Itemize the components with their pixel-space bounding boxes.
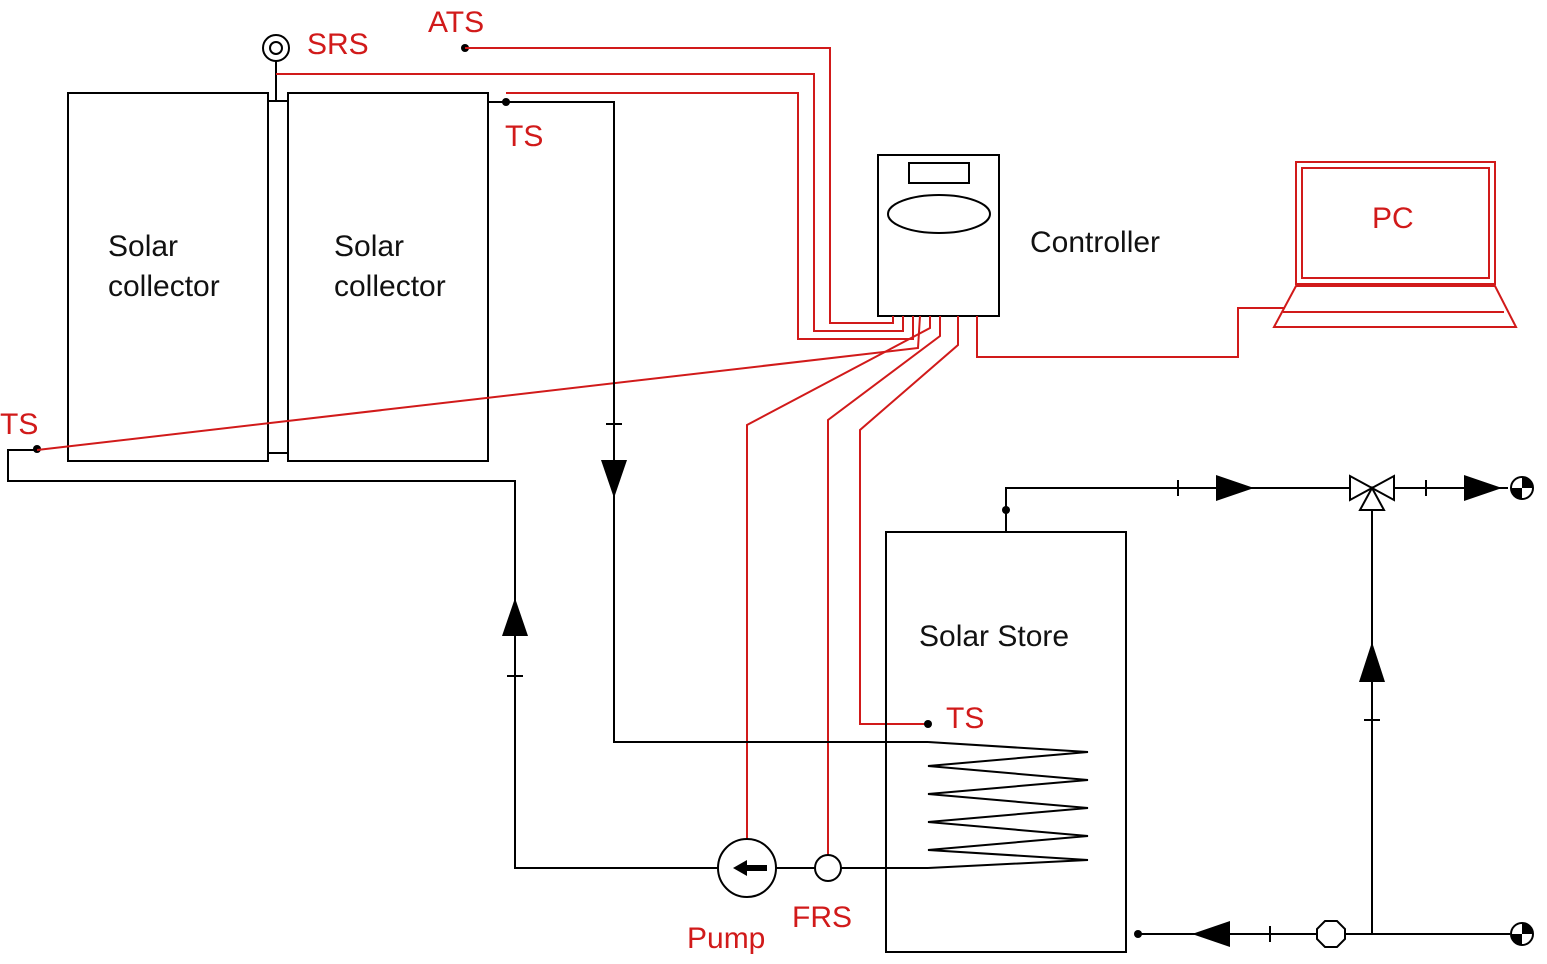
pump-icon (717, 838, 777, 898)
cold-water-terminal-icon (1510, 922, 1534, 946)
inlet-arrow-left-icon (1192, 921, 1230, 947)
collector-connector-pipe (267, 100, 289, 454)
pc-laptop-icon (1272, 161, 1518, 328)
collector-right-label-line2: collector (334, 270, 446, 303)
inlet-flow-sensor-icon (1316, 920, 1346, 948)
flow-arrow-up-icon (502, 598, 528, 636)
controller-dial-icon (887, 194, 991, 234)
srs-sensor-icon (262, 34, 290, 101)
pc-label: PC (1372, 202, 1414, 235)
frs-label: FRS (792, 901, 852, 934)
solar-collector-right: Solar collector (287, 92, 489, 462)
srs-label: SRS (307, 28, 369, 61)
controller-display-icon (908, 162, 970, 184)
store-inlet-dot (1134, 930, 1142, 938)
store-ts-label: TS (946, 702, 984, 735)
return-ts-label: TS (0, 408, 38, 441)
controller-label: Controller (1030, 226, 1160, 259)
piping (7, 101, 1510, 947)
bypass-arrow-up-icon (1359, 642, 1385, 682)
hot-water-terminal-icon (1510, 476, 1534, 500)
mixing-valve-icon (1349, 474, 1395, 511)
pump-label: Pump (687, 922, 765, 955)
ats-label: ATS (428, 6, 484, 39)
signal-wiring (36, 47, 1285, 855)
flow-arrow-down-icon (601, 460, 627, 498)
outlet2-arrow-right-icon (1464, 475, 1502, 501)
store-ts-sensor-dot (924, 720, 932, 728)
collector-left-label-line2: collector (108, 270, 220, 303)
solar-store-label: Solar Store (919, 620, 1069, 653)
controller-box (877, 154, 1000, 317)
collector-ts-label: TS (505, 120, 543, 153)
solar-store-tank (885, 531, 1127, 953)
frs-sensor-icon (814, 854, 842, 882)
collector-right-label-line1: Solar (334, 230, 404, 263)
store-outlet-dot (1002, 506, 1010, 514)
collector-left-label-line1: Solar (108, 230, 178, 263)
solar-collector-left: Solar collector (67, 92, 269, 462)
outlet-arrow-right-icon (1216, 475, 1254, 501)
